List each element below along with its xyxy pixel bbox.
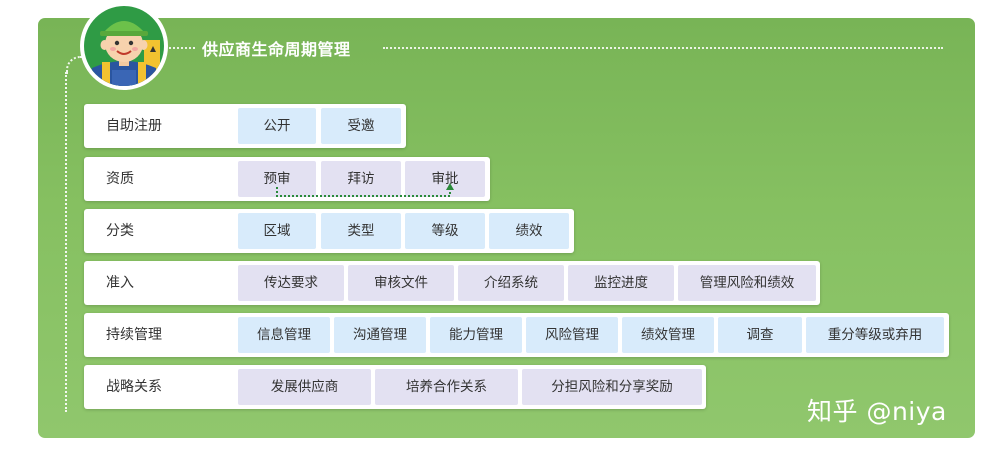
stage-label: 自助注册 (106, 118, 162, 134)
stage-item: 调查 (718, 317, 802, 353)
stage-item: 风险管理 (526, 317, 618, 353)
connector-curve (66, 56, 84, 74)
stage-label: 持续管理 (106, 327, 162, 343)
stage-item: 发展供应商 (238, 369, 371, 405)
stage-label: 分类 (106, 223, 134, 239)
stage-onboarding: 准入 传达要求 审核文件 介绍系统 监控进度 管理风险和绩效 (84, 261, 820, 305)
title-dotted-line-right (383, 47, 943, 49)
stage-item: 类型 (321, 213, 401, 249)
stage-item: 重分等级或弃用 (806, 317, 944, 353)
diagram-title: 供应商生命周期管理 (202, 40, 351, 59)
stage-item: 沟通管理 (334, 317, 426, 353)
stage-item: 预审 (238, 161, 316, 197)
stage-label: 战略关系 (106, 379, 162, 395)
stage-item: 传达要求 (238, 265, 344, 301)
stage-item: 拜访 (321, 161, 401, 197)
watermark-text: 知乎 @niya (807, 397, 947, 426)
stage-ongoing-management: 持续管理 信息管理 沟通管理 能力管理 风险管理 绩效管理 调查 重分等级或弃用 (84, 313, 949, 357)
stage-item: 分担风险和分享奖励 (522, 369, 702, 405)
stage-strategic-relationship: 战略关系 发展供应商 培养合作关系 分担风险和分享奖励 (84, 365, 706, 409)
stage-item: 区域 (238, 213, 316, 249)
connector-line (65, 72, 67, 412)
stage-classification: 分类 区域 类型 等级 绩效 (84, 209, 574, 253)
worker-avatar-icon (80, 2, 168, 90)
stage-qualification: 资质 预审 拜访 审批 (84, 157, 490, 201)
stage-self-registration: 自助注册 公开 受邀 (84, 104, 406, 148)
stage-item: 信息管理 (238, 317, 330, 353)
stage-item: 审批 (405, 161, 485, 197)
stage-item: 能力管理 (430, 317, 522, 353)
stage-item: 绩效管理 (622, 317, 714, 353)
stage-item: 监控进度 (568, 265, 674, 301)
stage-item: 绩效 (489, 213, 569, 249)
stage-item: 等级 (405, 213, 485, 249)
stage-item: 审核文件 (348, 265, 454, 301)
stage-item: 培养合作关系 (375, 369, 518, 405)
stage-item: 管理风险和绩效 (678, 265, 816, 301)
stage-item: 介绍系统 (458, 265, 564, 301)
stage-label: 资质 (106, 171, 134, 187)
stage-item: 受邀 (321, 108, 401, 144)
title-dotted-line-left (165, 47, 195, 49)
stage-label: 准入 (106, 275, 134, 291)
stage-item: 公开 (238, 108, 316, 144)
